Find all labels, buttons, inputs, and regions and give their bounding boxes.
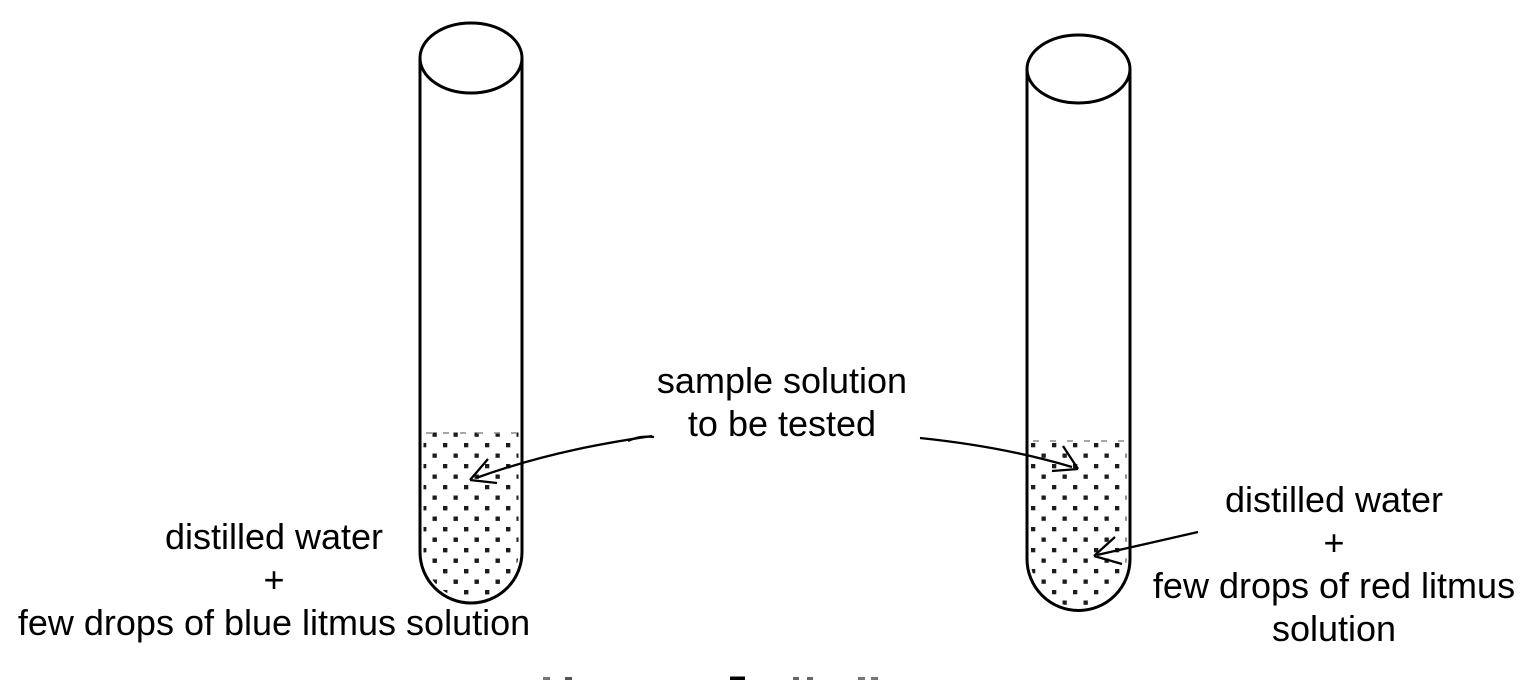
right-liquid-sample bbox=[1030, 440, 1127, 607]
sample-arrow-right bbox=[919, 436, 1079, 473]
red-litmus-label-line2: + bbox=[1323, 522, 1345, 563]
blue-litmus-label-line1: distilled water bbox=[164, 516, 384, 557]
left-tube-mouth bbox=[418, 21, 524, 95]
sample-solution-label-line2: to be tested bbox=[687, 403, 877, 444]
sample-arrow-left bbox=[469, 434, 655, 485]
sample-solution-label: sample solution to be tested bbox=[657, 359, 907, 445]
right-test-tube bbox=[1025, 33, 1132, 612]
sample-solution-label-line1: sample solution bbox=[656, 360, 908, 401]
blue-litmus-label-line2: + bbox=[263, 559, 285, 600]
blue-litmus-label: distilled water + few drops of blue litm… bbox=[18, 515, 530, 644]
left-tube-body bbox=[418, 58, 524, 605]
red-litmus-arrow bbox=[1093, 530, 1199, 566]
right-tube-mouth bbox=[1025, 33, 1132, 105]
red-litmus-label: distilled water + few drops of red litmu… bbox=[1153, 478, 1515, 650]
left-test-tube bbox=[418, 21, 524, 605]
red-litmus-label-line3: few drops of red litmus bbox=[1152, 565, 1516, 606]
blue-litmus-label-line3: few drops of blue litmus solution bbox=[17, 602, 531, 643]
red-litmus-label-line4: solution bbox=[1271, 608, 1397, 649]
cutoff-text-fragments bbox=[543, 676, 878, 680]
right-tube-body bbox=[1025, 69, 1132, 612]
red-litmus-label-line1: distilled water bbox=[1224, 479, 1444, 520]
left-liquid-bottom bbox=[423, 500, 519, 600]
